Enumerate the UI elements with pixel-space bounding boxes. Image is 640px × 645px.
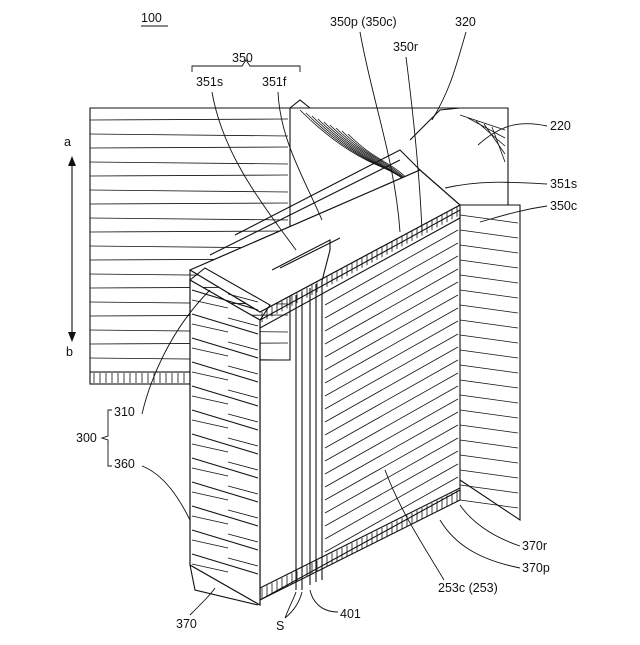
housing-stripe (90, 119, 288, 120)
right-wall-stripe (460, 500, 518, 508)
label-370: 370 (176, 617, 197, 631)
axis-label-b: b (66, 345, 73, 359)
right-wall-stripe (460, 260, 518, 268)
label-253c: 253c (253) (438, 581, 498, 595)
right-wall-stripe (460, 440, 518, 448)
axis-label-a: a (64, 135, 71, 149)
right-wall-stripe (460, 275, 518, 283)
right-wall-stripes (460, 215, 518, 508)
right-wall-stripe (460, 290, 518, 298)
label-351s-top: 351s (196, 75, 223, 89)
label-220: 220 (550, 119, 571, 133)
end-plate-300 (190, 268, 270, 605)
housing-corrugation (94, 373, 184, 383)
right-wall-stripe (460, 350, 518, 358)
brace-300 (102, 410, 112, 466)
right-wall-stripe (460, 470, 518, 478)
leader-351s-top (212, 92, 296, 250)
label-350r: 350r (393, 40, 418, 54)
leader-370r (460, 505, 520, 546)
fan-line (460, 115, 505, 130)
label-360: 360 (114, 457, 135, 471)
right-wall-stripe (460, 425, 518, 433)
housing-stripe (90, 190, 288, 192)
housing-stripe (90, 203, 288, 204)
housing-stripe (90, 134, 288, 136)
leader-253c (385, 470, 444, 580)
right-wall-stripe (460, 365, 518, 373)
right-wall-stripe (460, 410, 518, 418)
leader-360 (142, 466, 190, 520)
leader-350c (480, 206, 547, 222)
leader-220 (478, 124, 547, 145)
housing-stripe (90, 218, 288, 220)
figure-number: 100 (141, 11, 162, 25)
right-wall-stripe (460, 230, 518, 238)
right-wall-stripe (460, 320, 518, 328)
label-350c: 350c (550, 199, 577, 213)
label-S: S (276, 619, 284, 633)
label-370r: 370r (522, 539, 547, 553)
leader-351f (278, 92, 322, 220)
housing-stripe (90, 147, 288, 148)
housing-stripe (90, 315, 288, 316)
label-351s-right: 351s (550, 177, 577, 191)
housing-stripe (90, 175, 288, 176)
leader-351s-right (445, 182, 547, 188)
housing-stripe (90, 162, 288, 164)
leader-320 (432, 32, 466, 120)
right-wall-stripe (460, 335, 518, 343)
leader-401 (310, 590, 338, 612)
label-320: 320 (455, 15, 476, 29)
label-300: 300 (76, 431, 97, 445)
label-350: 350 (232, 51, 253, 65)
label-310: 310 (114, 405, 135, 419)
right-wall-stripe (460, 380, 518, 388)
label-351f: 351f (262, 75, 287, 89)
axis-arrow-ab: a b (64, 135, 76, 359)
label-401: 401 (340, 607, 361, 621)
label-350p: 350p (350c) (330, 15, 397, 29)
right-wall-stripe (460, 485, 518, 493)
leader-370p (440, 520, 520, 568)
right-wall-stripe (460, 305, 518, 313)
right-wall-stripe (460, 395, 518, 403)
cell-stack-stripes (325, 230, 458, 552)
leader-S (285, 592, 302, 618)
label-370p: 370p (522, 561, 550, 575)
fan-lines (300, 110, 505, 186)
right-wall (455, 205, 520, 520)
right-wall-stripe (460, 455, 518, 463)
right-wall-stripe (460, 245, 518, 253)
